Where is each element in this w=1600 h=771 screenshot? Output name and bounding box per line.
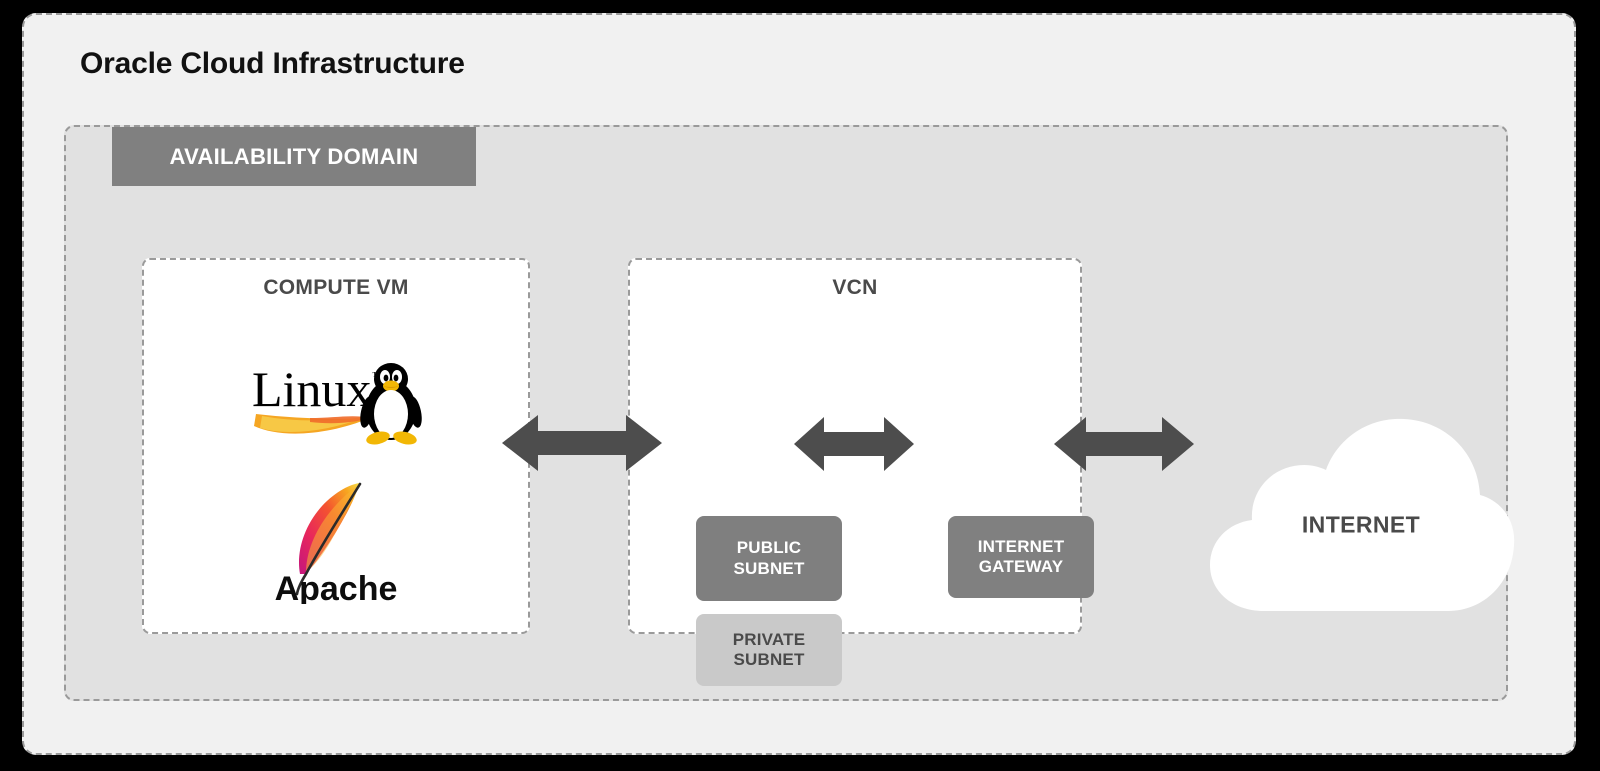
apache-logo: Apache [256,482,416,608]
private-subnet-label-line2: SUBNET [733,650,805,669]
public-subnet-label-line1: PUBLIC [736,538,802,558]
arrow-compute-to-public-subnet [502,413,662,473]
arrow-internet-gateway-to-internet [1054,415,1194,473]
private-subnet-label: PRIVATE SUBNET [733,630,806,671]
availability-domain-label: AVAILABILITY DOMAIN [169,143,419,169]
internet-gateway-label-line2: GATEWAY [978,557,1064,576]
public-subnet-node[interactable]: PUBLIC SUBNET [696,516,842,601]
oracle-cloud-infrastructure-panel: Oracle Cloud Infrastructure AVAILABILITY… [22,13,1576,755]
svg-text:Apache: Apache [275,570,398,604]
compute-vm-box: COMPUTE VM Linux ™ [142,258,530,634]
page-title: Oracle Cloud Infrastructure [80,47,465,80]
private-subnet-label-line1: PRIVATE [732,629,806,649]
internet-gateway-label: INTERNET GATEWAY [978,537,1065,578]
availability-domain-banner: AVAILABILITY DOMAIN [112,127,476,186]
linux-logo: Linux ™ [250,356,422,448]
internet-cloud[interactable]: INTERNET [1202,415,1520,631]
vcn-title: VCN [832,276,878,299]
compute-vm-title: COMPUTE VM [263,276,409,299]
internet-gateway-node[interactable]: INTERNET GATEWAY [948,516,1094,598]
availability-domain-region: AVAILABILITY DOMAIN COMPUTE VM Linux ™ [64,125,1515,701]
svg-text:Linux: Linux [252,361,371,417]
arrow-public-subnet-to-internet-gateway [794,415,914,473]
private-subnet-node[interactable]: PRIVATE SUBNET [696,614,842,686]
public-subnet-label: PUBLIC SUBNET [733,538,804,579]
public-subnet-label-line2: SUBNET [733,558,805,578]
cloud-shape-icon [1210,418,1515,611]
internet-gateway-label-line1: INTERNET [977,536,1065,556]
